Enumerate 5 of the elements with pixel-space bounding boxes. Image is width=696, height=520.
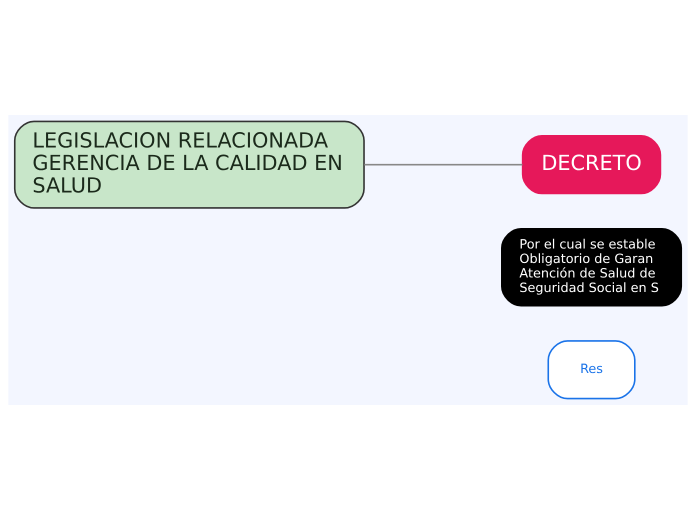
node-box: Res: [547, 340, 636, 400]
connector: [364, 164, 522, 166]
node-box: Por el cual se estable Obligatorio de Garan Atención de Salud de Seguridad Social en S: [501, 228, 682, 306]
node-box: LEGISLACION RELACIONADA GERENCIA DE LA CALIDAD EN SALUD: [14, 120, 365, 209]
node-box: DECRETO: [522, 135, 662, 194]
